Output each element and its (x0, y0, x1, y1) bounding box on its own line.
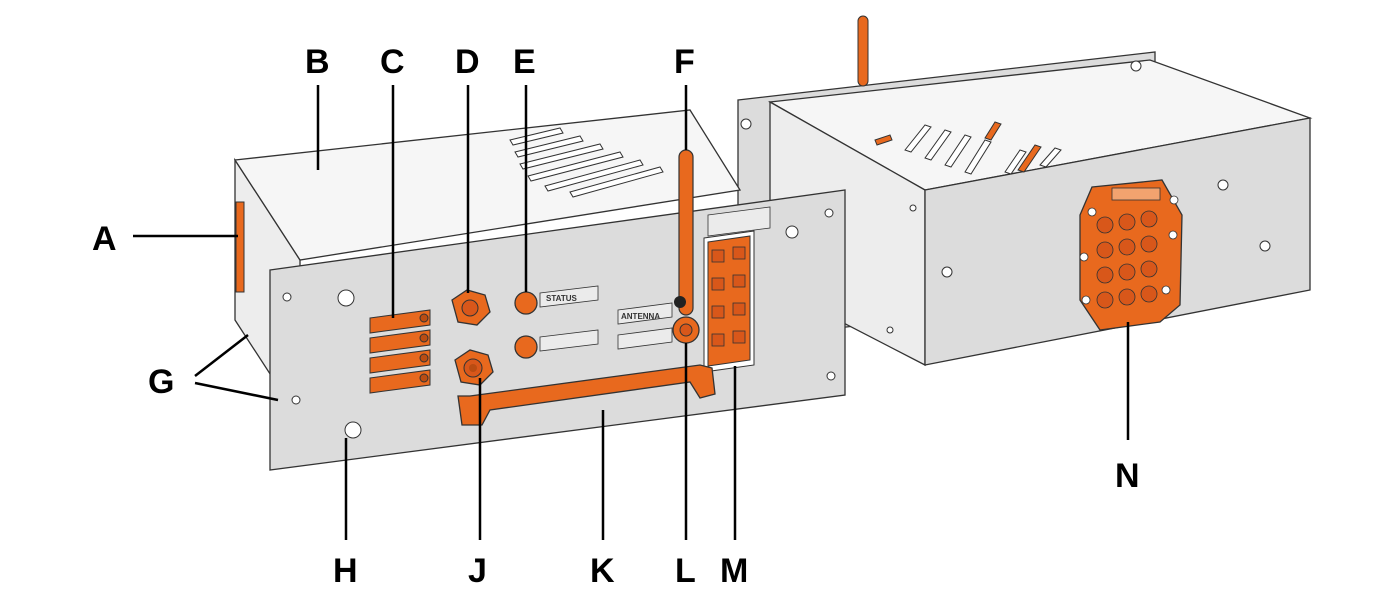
terminal-block (703, 206, 771, 373)
callout-c: C (380, 43, 405, 81)
callout-k: K (590, 552, 615, 590)
callout-h: H (333, 552, 358, 590)
callout-n: N (1115, 457, 1140, 495)
front-unit: STATUS ANTENNA (233, 109, 846, 471)
callout-m: M (720, 552, 748, 590)
rear-connector-block (1079, 179, 1183, 331)
front-screws (282, 208, 836, 439)
status-label: STATUS (546, 294, 577, 303)
rear-antenna (857, 15, 869, 87)
antenna (678, 149, 694, 316)
callout-b: B (305, 43, 330, 81)
gps-plate (617, 327, 673, 350)
connector-d (451, 289, 491, 326)
leader-lines (133, 85, 1130, 540)
status-indicators (514, 285, 599, 359)
handle (457, 364, 716, 426)
antenna-connector (672, 316, 700, 344)
rear-vent-slots (874, 121, 1062, 175)
connector-j (454, 349, 494, 386)
callout-l: L (675, 552, 696, 590)
rear-screws (740, 60, 1271, 334)
callout-a: A (92, 220, 117, 258)
callout-e: E (513, 43, 536, 81)
side-orange-part (235, 201, 245, 293)
callout-f: F (674, 43, 695, 81)
front-unit-top (233, 109, 742, 261)
callout-j: J (468, 552, 487, 590)
callout-g: G (148, 363, 174, 401)
callout-letters: A B C D E F G H J K L M N (92, 43, 1140, 590)
antenna-label: ANTENNA (621, 312, 660, 321)
antenna-plate (617, 302, 673, 325)
callout-d: D (455, 43, 480, 81)
front-vent-slots (509, 127, 664, 198)
front-panel (269, 189, 846, 471)
indicator-labels (369, 309, 431, 394)
